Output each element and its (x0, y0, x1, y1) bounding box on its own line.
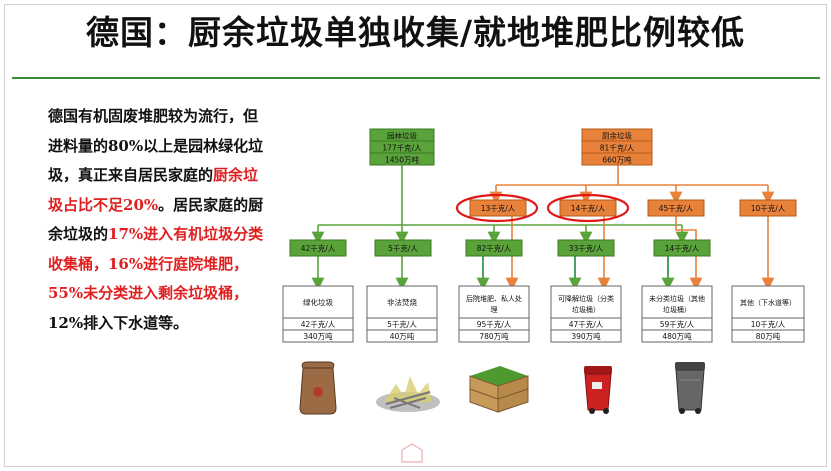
connectors (311, 165, 775, 291)
svg-text:780万吨: 780万吨 (479, 331, 509, 341)
svg-text:80万吨: 80万吨 (756, 331, 781, 341)
svg-text:13千克/人: 13千克/人 (481, 203, 516, 213)
svg-text:5千克/人: 5千克/人 (387, 319, 417, 329)
kitchen-split-boxes: 13千克/人 14千克/人 45千克/人 10千克/人 (455, 193, 797, 223)
svg-text:14千克/人: 14千克/人 (571, 203, 606, 213)
svg-text:45千克/人: 45千克/人 (659, 203, 694, 213)
title-divider (12, 77, 820, 79)
compost-box-icon (469, 366, 529, 413)
svg-text:660万吨: 660万吨 (602, 155, 632, 165)
page-title: 德国：厨余垃圾单独收集/就地堆肥比例较低 (85, 13, 746, 52)
svg-text:14千克/人: 14千克/人 (665, 243, 700, 253)
svg-text:5千克/人: 5千克/人 (388, 243, 418, 253)
svg-text:95千克/人: 95千克/人 (477, 319, 512, 329)
svg-text:理: 理 (491, 306, 498, 314)
text-segment-5: 12%排入下水道等。 (48, 313, 189, 332)
svg-text:82千克/人: 82千克/人 (477, 243, 512, 253)
destination-boxes: 绿化垃圾 42千克/人 340万吨 非法焚烧 5千克/人 40万吨 后院堆肥、私… (282, 285, 805, 343)
svg-text:33千克/人: 33千克/人 (569, 243, 604, 253)
svg-text:480万吨: 480万吨 (662, 331, 692, 341)
red-bin-icon (584, 366, 612, 414)
svg-text:未分类垃圾（其他: 未分类垃圾（其他 (649, 294, 705, 303)
svg-text:10千克/人: 10千克/人 (751, 319, 786, 329)
source-name: 园林垃圾 (387, 131, 417, 141)
text-segment-1: 德国有机固废堆肥较为流行，但进料量的80%以上是园林绿化垃圾，真正来自居民家庭的 (48, 107, 264, 184)
svg-text:10千克/人: 10千克/人 (751, 203, 786, 213)
svg-text:42千克/人: 42千克/人 (301, 243, 336, 253)
text-segment-4: 17%进入有机垃圾分类收集桶，16%进行庭院堆肥，55%未分类进入剩余垃圾桶， (48, 225, 264, 302)
highlight-oval (546, 193, 630, 223)
gray-bin-icon (675, 362, 705, 414)
svg-text:59千克/人: 59千克/人 (660, 319, 695, 329)
text-segment-3: 。居民家庭的厨余垃圾的 (48, 195, 264, 244)
highlight-oval (455, 193, 539, 223)
svg-text:绿化垃圾: 绿化垃圾 (303, 297, 333, 307)
description-text: 德国有机固废堆肥较为流行，但进料量的80%以上是园林绿化垃圾，真正来自居民家庭的… (48, 102, 266, 338)
burning-icon (376, 376, 440, 412)
sack-icon (299, 361, 337, 415)
svg-text:垃圾桶）: 垃圾桶） (572, 305, 600, 314)
svg-text:厨余垃圾: 厨余垃圾 (602, 131, 632, 141)
source-kitchen-waste: 厨余垃圾 81千克/人 660万吨 (581, 128, 653, 166)
flow-boxes: 42千克/人 5千克/人 82千克/人 33千克/人 14千克/人 (289, 239, 711, 257)
text-segment-2: 厨余垃圾占比不足20% (48, 166, 259, 214)
svg-text:40万吨: 40万吨 (390, 331, 415, 341)
svg-text:81千克/人: 81千克/人 (600, 143, 635, 153)
watermark-logo (401, 443, 423, 463)
svg-text:垃圾桶）: 垃圾桶） (663, 305, 691, 314)
svg-text:390万吨: 390万吨 (571, 331, 601, 341)
svg-text:47千克/人: 47千克/人 (569, 319, 604, 329)
svg-text:可降解垃圾（分类: 可降解垃圾（分类 (558, 294, 614, 303)
svg-text:其他（下水道等）: 其他（下水道等） (740, 298, 796, 307)
svg-text:42千克/人: 42千克/人 (301, 319, 336, 329)
source-garden-waste: 园林垃圾 177千克/人 1450万吨 (369, 128, 435, 166)
source-total: 1450万吨 (385, 155, 420, 165)
svg-text:非法焚烧: 非法焚烧 (387, 297, 417, 307)
source-per-capita: 177千克/人 (382, 143, 422, 153)
svg-text:后院堆肥、私人处: 后院堆肥、私人处 (466, 294, 522, 303)
svg-text:340万吨: 340万吨 (303, 331, 333, 341)
